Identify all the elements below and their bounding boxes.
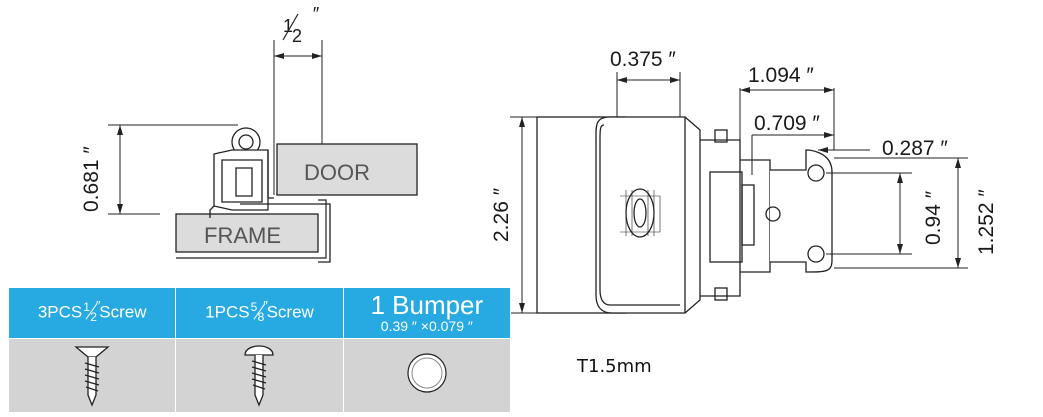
- half-mark: ″: [95, 298, 100, 313]
- bumper-icon: [407, 353, 447, 393]
- fiveeighth-screw-qty: 1PCS: [205, 302, 250, 322]
- dim-094: 0.94 ″: [922, 190, 945, 245]
- fiveeighth-den: 8: [257, 310, 265, 324]
- bumper-image-cell: [342, 338, 512, 413]
- dim-0681: 0.681 ″: [80, 146, 103, 212]
- fiveeighth-screw-image-cell: [175, 338, 344, 413]
- frame-label: FRAME: [204, 223, 281, 248]
- frame-panel: [175, 213, 319, 253]
- parts-col-bumper: 1 Bumper 0.39 ″ ×0.079 ″: [342, 287, 512, 339]
- dim-1252: 1.252 ″: [975, 189, 998, 255]
- dim-0287: 0.287 ″: [882, 137, 948, 160]
- fiveeighth-screw-label: Screw: [266, 302, 314, 322]
- thickness-note: T1.5mm: [577, 356, 652, 377]
- dim-226: 2.26 ″: [490, 187, 513, 242]
- fiveeighth-mark: ″: [262, 298, 268, 313]
- door-label: DOOR: [304, 160, 370, 185]
- half-screw-label: Screw: [99, 302, 147, 322]
- parts-image-row: [7, 338, 512, 413]
- bumper-size: 0.39 ″ ×0.079 ″: [380, 318, 473, 334]
- dim-0709: 0.709 ″: [754, 112, 820, 135]
- half-inch-mark: ″: [312, 4, 319, 24]
- dim-0375: 0.375 ″: [610, 48, 676, 71]
- half-screw-image-cell: [7, 338, 177, 413]
- half-inch-num: 1: [283, 16, 293, 36]
- dim-1094: 1.094 ″: [748, 64, 814, 87]
- front-view: [536, 116, 833, 314]
- flat-head-screw-icon: [74, 346, 110, 407]
- front-view-dimensions: [510, 72, 968, 314]
- half-inch-den: 2: [292, 26, 302, 46]
- bumper-title: 1 Bumper: [370, 290, 484, 320]
- fiveeighth-num: 5: [250, 300, 258, 314]
- half-screw-qty: 3PCS: [37, 302, 83, 322]
- door-panel: [276, 143, 418, 196]
- half-num: 1: [83, 300, 90, 314]
- side-view: [108, 40, 418, 263]
- half-den: 2: [90, 310, 97, 324]
- pan-head-screw-icon: [244, 345, 275, 407]
